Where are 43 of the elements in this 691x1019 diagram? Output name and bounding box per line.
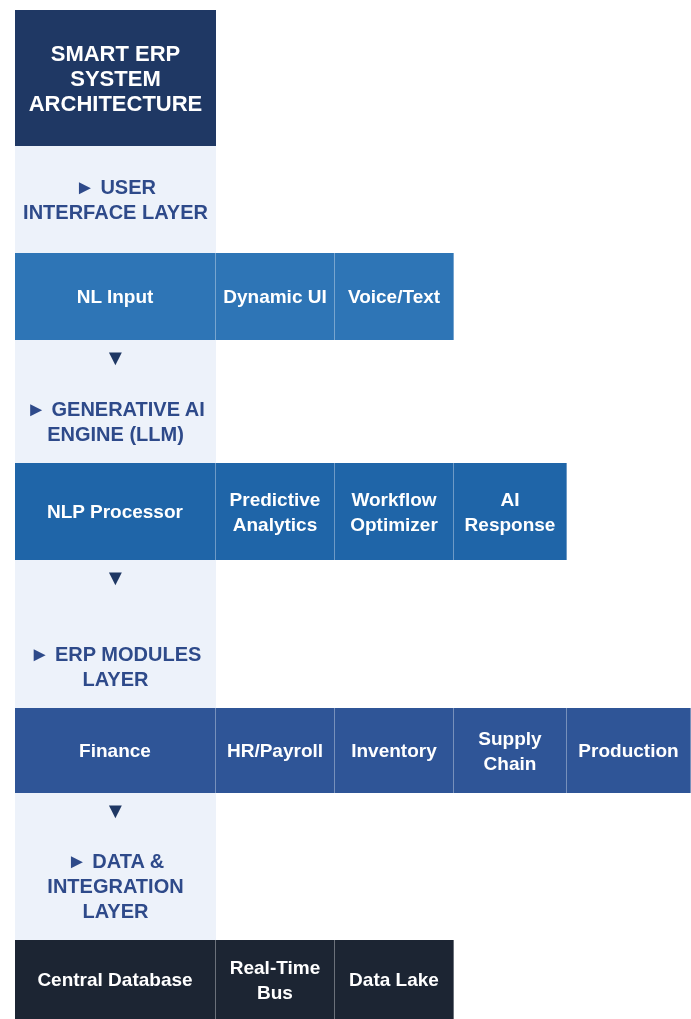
layer-title: ► USER INTERFACE LAYER (22, 174, 209, 225)
component-label: AI Response (463, 487, 557, 537)
module-cell (15, 708, 216, 793)
component-cell (216, 463, 335, 560)
layer-header-cell (15, 793, 216, 940)
layer-title: ► DATA & INTEGRATION LAYER (46, 849, 185, 924)
component-label: Voice/Text (347, 285, 441, 309)
component-cell (15, 253, 216, 340)
component-cell (216, 253, 335, 340)
component-label: Real-Time Bus (228, 955, 322, 1005)
layer-header-cell (15, 560, 216, 708)
component-label: Central Database (37, 968, 193, 992)
component-label: Workflow Optimizer (349, 487, 439, 537)
layer-title: ► ERP MODULES LAYER (28, 642, 203, 692)
component-cell (15, 463, 216, 560)
down-arrow: ▼ (103, 346, 128, 370)
module-cell (567, 708, 691, 793)
down-arrow: ▼ (103, 799, 128, 823)
module-cell (216, 708, 335, 793)
component-label: Dynamic UI (223, 285, 327, 309)
component-label: Predictive Analytics (228, 487, 322, 537)
down-arrow: ▼ (103, 566, 128, 590)
module-cell (335, 708, 454, 793)
component-label: NL Input (76, 285, 154, 309)
module-label: Finance (79, 739, 151, 763)
data-component-cell (15, 940, 216, 1019)
data-component-cell (216, 940, 335, 1019)
module-cell (454, 708, 567, 793)
module-label: Supply Chain (477, 726, 543, 776)
layer-title: ► GENERATIVE AI ENGINE (LLM) (25, 397, 206, 447)
module-label: Inventory (351, 739, 437, 763)
title-cell (15, 10, 216, 146)
module-label: HR/Payroll (226, 739, 324, 763)
component-label: Data Lake (349, 968, 439, 992)
title-text: SMART ERP SYSTEM ARCHITECTURE (27, 40, 204, 116)
layer-header-cell (15, 146, 216, 253)
component-cell (335, 253, 454, 340)
data-component-cell (335, 940, 454, 1019)
component-label: NLP Processor (47, 500, 183, 524)
component-cell (454, 463, 567, 560)
layer-header-cell (15, 340, 216, 463)
component-cell (335, 463, 454, 560)
module-label: Production (578, 739, 679, 763)
